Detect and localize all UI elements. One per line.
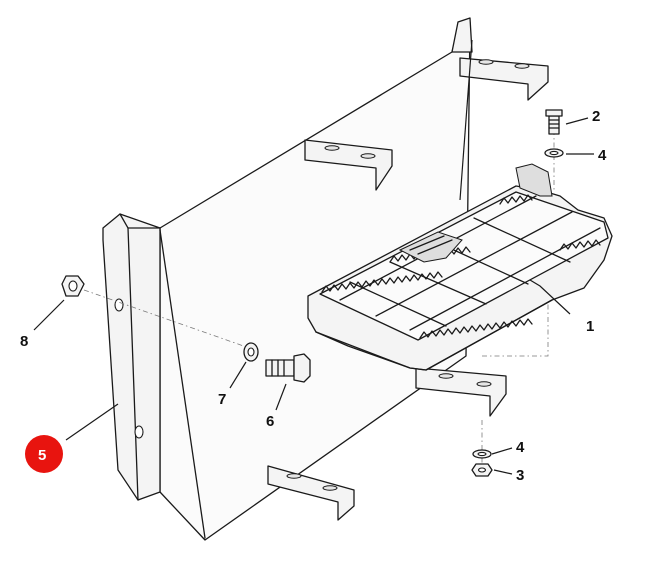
callout-7: 7 xyxy=(218,391,226,408)
callout-4-bottom: 4 xyxy=(516,439,525,456)
footstep xyxy=(307,163,613,371)
washer-bottom xyxy=(472,449,492,459)
leader-lines xyxy=(33,39,594,475)
mounting-tab-bottom xyxy=(267,465,355,521)
callout-5-highlight xyxy=(25,435,63,473)
mounting-tab-top xyxy=(459,57,549,101)
nut-bottom xyxy=(471,463,493,477)
callouts: 1 2 4 4 3 5 6 7 8 xyxy=(20,108,607,484)
callout-2: 2 xyxy=(592,108,600,125)
bolt-left xyxy=(265,353,311,383)
callout-6: 6 xyxy=(266,413,274,430)
washer-left xyxy=(243,342,259,362)
washer-top xyxy=(544,148,564,158)
callout-4-top: 4 xyxy=(598,147,607,164)
bolt-top xyxy=(545,109,563,135)
callout-5: 5 xyxy=(38,447,46,464)
callout-3: 3 xyxy=(516,467,524,484)
nut-left xyxy=(61,275,85,297)
center-lines xyxy=(83,130,555,470)
callout-1: 1 xyxy=(586,318,594,335)
callout-8: 8 xyxy=(20,333,28,350)
mounting-tab-mid xyxy=(304,139,393,191)
mounting-tab-lower xyxy=(415,367,507,417)
